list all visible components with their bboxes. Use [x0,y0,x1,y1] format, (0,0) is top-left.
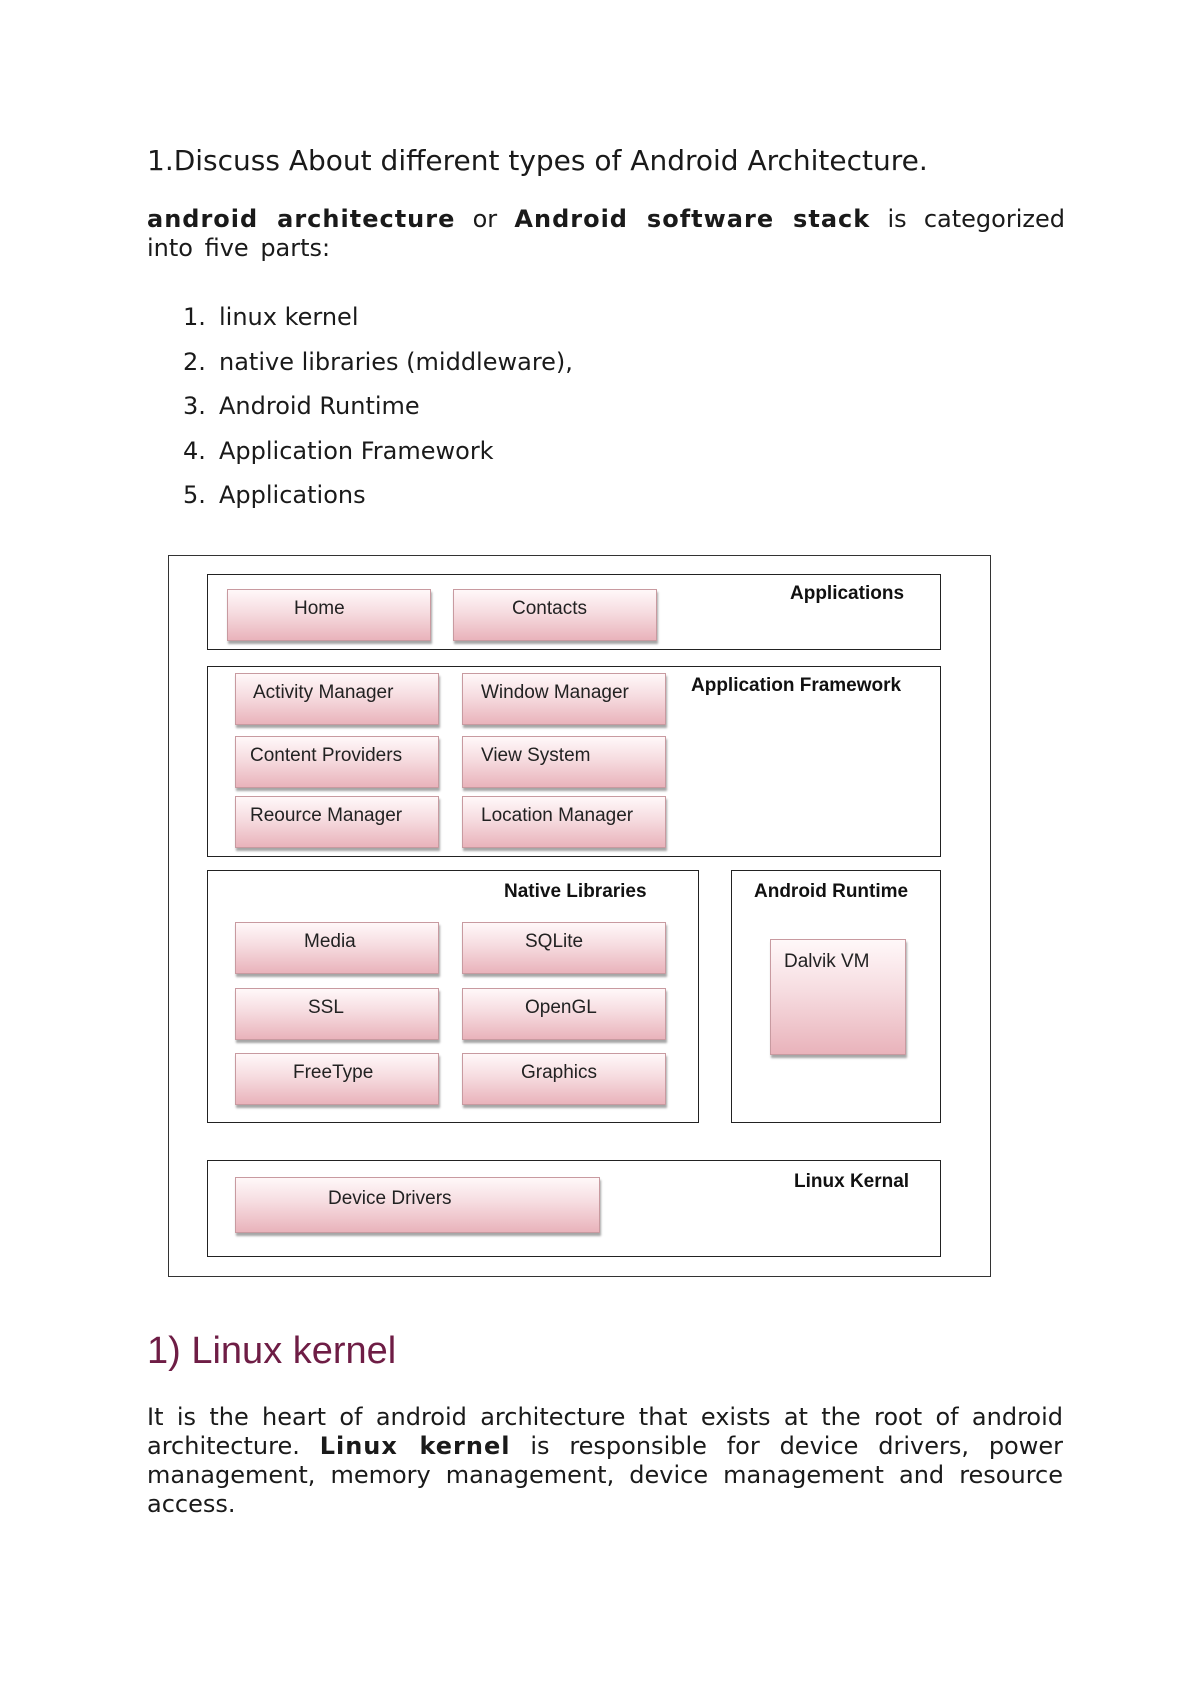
list-item: 2. native libraries (middleware), [183,345,573,390]
section-text-1: It is the heart of android architecture … [147,1403,1063,1460]
component-label: Home [294,598,345,619]
list-item: 3. Android Runtime [183,389,573,434]
component-window-manager: Window Manager [462,673,666,725]
component-freetype: FreeType [235,1053,439,1105]
component-view-system: View System [462,736,666,788]
component-opengl: OpenGL [462,988,666,1040]
layer-title-native-libraries: Native Libraries [504,881,647,902]
section-heading: 1) Linux kernel [147,1330,397,1372]
architecture-diagram: Applications Home Contacts Application F… [168,555,991,1277]
layer-title-linux-kernel: Linux Kernal [794,1171,910,1192]
component-label: Media [304,931,356,952]
android-runtime-layer: Android Runtime Dalvik VM [731,870,941,1123]
intro-paragraph: android architecture or Android software… [147,205,1065,263]
list-number: 3. [183,392,206,420]
component-label: FreeType [293,1062,374,1083]
list-label: Application Framework [219,436,494,465]
component-content-providers: Content Providers [235,736,439,788]
intro-term-architecture: android architecture [147,205,456,233]
question-heading: 1.Discuss About different types of Andro… [147,144,928,177]
component-activity-manager: Activity Manager [235,673,439,725]
layer-title-android-runtime: Android Runtime [754,881,909,902]
component-label: Window Manager [481,682,629,703]
component-label: Content Providers [250,745,403,766]
component-graphics: Graphics [462,1053,666,1105]
component-label: View System [481,745,591,766]
component-label: Activity Manager [253,682,394,703]
linux-kernel-layer: Linux Kernal Device Drivers [207,1160,941,1257]
list-number: 5. [183,481,206,509]
parts-list: 1. linux kernel 2. native libraries (middl… [183,300,573,523]
component-home: Home [227,589,431,641]
component-label: Location Manager [481,805,634,826]
component-dalvik-vm: Dalvik VM [770,939,906,1055]
component-contacts: Contacts [453,589,657,641]
list-item: 5. Applications [183,478,573,523]
layer-title-framework: Application Framework [691,675,902,696]
component-media: Media [235,922,439,974]
intro-rest: is categorized into five parts: [147,205,1065,262]
component-label: Reource Manager [250,805,403,826]
component-sqlite: SQLite [462,922,666,974]
framework-layer: Application Framework Activity Manager W… [207,666,941,857]
list-label: Applications [219,481,366,509]
list-label: native libraries (middleware), [219,347,573,376]
component-label: Dalvik VM [784,951,870,972]
component-device-drivers: Device Drivers [235,1177,600,1233]
applications-layer: Applications Home Contacts [207,574,941,650]
component-ssl: SSL [235,988,439,1040]
component-label: Device Drivers [328,1188,452,1209]
component-label: Contacts [512,598,587,619]
list-item: 1. linux kernel [183,300,573,345]
section-term-linux-kernel: Linux kernel [319,1432,511,1460]
component-label: Graphics [521,1062,598,1083]
list-label: linux kernel [219,303,359,331]
layer-title-applications: Applications [790,583,905,604]
list-label: Android Runtime [219,392,420,420]
component-resource-manager: Reource Manager [235,796,439,848]
component-label: SQLite [525,931,584,952]
section-text-2: is responsible for device drivers, power… [147,1432,1063,1518]
intro-or: or [472,205,498,233]
native-libraries-layer: Native Libraries Media SQLite SSL OpenGL… [207,870,699,1123]
component-label: SSL [308,997,344,1018]
component-label: OpenGL [525,997,597,1018]
list-item: 4. Application Framework [183,434,573,479]
list-number: 2. [183,347,206,376]
intro-term-stack: Android software stack [514,205,871,233]
list-number: 1. [183,303,206,331]
section-paragraph: It is the heart of android architecture … [147,1403,1063,1519]
component-location-manager: Location Manager [462,796,666,848]
list-number: 4. [183,436,206,465]
